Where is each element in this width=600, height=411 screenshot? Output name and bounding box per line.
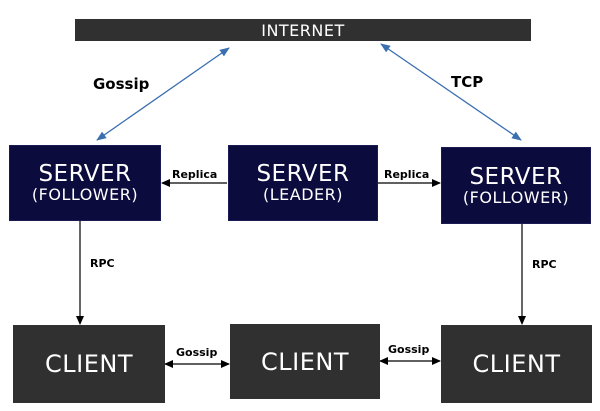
client-left: CLIENT bbox=[13, 325, 165, 403]
server-follower-right: SERVER (FOLLOWER) bbox=[441, 147, 591, 224]
replica-right-label: Replica bbox=[384, 168, 429, 181]
client-gossip-right-label: Gossip bbox=[388, 343, 429, 356]
server-follower-left: SERVER (FOLLOWER) bbox=[9, 145, 161, 221]
internet-bar: INTERNET bbox=[75, 19, 531, 41]
server-right-role: (FOLLOWER) bbox=[462, 187, 570, 207]
internet-label: INTERNET bbox=[261, 20, 345, 40]
server-center-role: (LEADER) bbox=[263, 185, 343, 204]
internet-left-link-label: Gossip bbox=[93, 75, 150, 93]
internet-right-link-label: TCP bbox=[451, 73, 483, 91]
rpc-right-label: RPC bbox=[532, 258, 557, 271]
client-center: CLIENT bbox=[230, 324, 380, 399]
server-right-title: SERVER bbox=[469, 163, 563, 190]
client-left-label: CLIENT bbox=[45, 350, 133, 378]
internet-left-link bbox=[96, 47, 230, 141]
replica-left-label: Replica bbox=[172, 168, 217, 181]
client-right-label: CLIENT bbox=[472, 350, 561, 378]
rpc-left-label: RPC bbox=[90, 257, 115, 270]
server-center-title: SERVER bbox=[256, 161, 350, 187]
server-leader: SERVER (LEADER) bbox=[228, 145, 378, 221]
client-right: CLIENT bbox=[441, 325, 592, 403]
server-left-title: SERVER bbox=[38, 161, 132, 187]
server-left-role: (FOLLOWER) bbox=[31, 185, 139, 204]
internet-right-link bbox=[380, 43, 522, 141]
client-gossip-left-label: Gossip bbox=[176, 346, 217, 359]
client-center-label: CLIENT bbox=[261, 347, 349, 376]
